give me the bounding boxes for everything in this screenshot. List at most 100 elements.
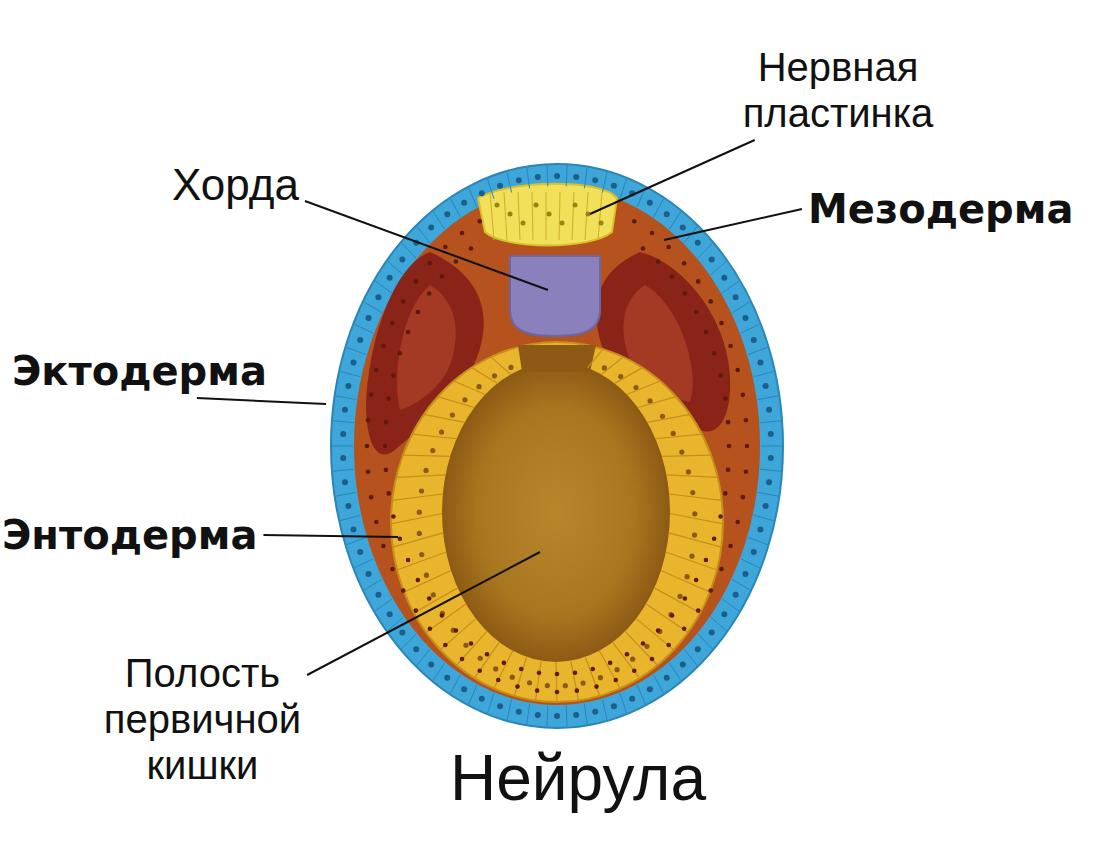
- cell-nucleus: [431, 592, 436, 597]
- cell-wall: [732, 579, 750, 590]
- cell-nucleus: [592, 177, 598, 183]
- cell-nucleus: [357, 337, 363, 343]
- cell-nucleus: [384, 420, 389, 425]
- cell-wall: [340, 515, 360, 521]
- cell-nucleus: [708, 588, 713, 593]
- cell-nucleus: [644, 644, 649, 649]
- cell-wall: [584, 704, 587, 725]
- cell-nucleus: [401, 588, 406, 593]
- cell-wall: [654, 588, 700, 613]
- cell-nucleus: [632, 219, 637, 224]
- cell-wall: [474, 642, 499, 678]
- cell-nucleus: [611, 703, 617, 709]
- cell-nucleus: [650, 657, 655, 662]
- cell-nucleus: [647, 200, 653, 206]
- cell-wall: [758, 492, 779, 496]
- cell-wall: [333, 469, 354, 471]
- part-label: Эктодерма: [12, 348, 267, 394]
- cell-nucleus: [689, 554, 694, 559]
- cell-wall: [403, 455, 450, 456]
- cell-nucleus: [656, 628, 661, 633]
- cell-wall: [450, 199, 460, 217]
- cell-wall: [546, 192, 547, 240]
- cell-wall: [487, 179, 493, 199]
- cell-wall: [472, 368, 498, 384]
- cell-wall: [684, 649, 697, 665]
- cell-nucleus: [462, 397, 467, 402]
- cell-wall: [333, 421, 354, 423]
- cell-nucleus: [728, 344, 733, 349]
- cell-nucleus: [386, 396, 391, 401]
- cell-nucleus: [630, 657, 635, 662]
- cell-nucleus: [454, 628, 459, 633]
- cell-nucleus: [345, 503, 351, 509]
- cell-wall: [602, 172, 607, 192]
- cell-nucleus: [527, 680, 532, 685]
- cell-wall: [711, 261, 727, 275]
- cell-nucleus: [342, 407, 348, 413]
- cell-nucleus: [680, 661, 686, 667]
- cell-nucleus: [712, 351, 717, 356]
- cell-nucleus: [502, 661, 507, 666]
- cell-wall: [491, 357, 511, 375]
- cell-wall: [487, 693, 493, 713]
- cell-nucleus: [535, 174, 541, 180]
- cell-nucleus: [694, 578, 699, 583]
- cell-wall: [397, 552, 446, 570]
- cell-wall: [354, 324, 373, 333]
- cell-nucleus: [386, 491, 391, 496]
- cell-nucleus: [726, 468, 731, 473]
- cell-nucleus: [340, 455, 346, 461]
- cell-wall: [760, 469, 781, 471]
- cell-nucleus: [417, 510, 422, 515]
- cell-nucleus: [766, 479, 772, 485]
- cell-wall: [336, 492, 357, 496]
- cell-nucleus: [443, 643, 448, 648]
- cell-nucleus: [416, 310, 421, 315]
- cell-nucleus: [690, 490, 695, 495]
- cell-nucleus: [741, 495, 746, 500]
- cell-nucleus: [428, 261, 433, 266]
- cell-nucleus: [695, 240, 701, 246]
- cell-nucleus: [516, 709, 522, 715]
- cell-nucleus: [387, 611, 393, 617]
- cell-nucleus: [599, 221, 604, 226]
- cell-nucleus: [463, 643, 468, 648]
- cell-nucleus: [592, 709, 598, 715]
- cell-nucleus: [664, 211, 670, 217]
- cell-wall: [571, 661, 579, 701]
- cell-wall: [454, 381, 485, 395]
- cell-wall: [438, 397, 474, 408]
- cell-nucleus: [590, 667, 595, 672]
- cell-nucleus: [537, 670, 542, 675]
- cell-nucleus: [342, 479, 348, 485]
- cell-nucleus: [406, 558, 411, 563]
- cell-nucleus: [733, 294, 739, 300]
- cell-nucleus: [575, 688, 580, 693]
- cell-wall: [722, 281, 739, 293]
- cell-wall: [758, 396, 779, 400]
- cell-nucleus: [496, 678, 501, 683]
- cell-wall: [507, 172, 512, 192]
- cell-wall: [620, 179, 626, 199]
- cell-nucleus: [614, 667, 619, 672]
- cell-wall: [599, 651, 620, 689]
- cell-wall: [669, 494, 722, 500]
- cell-nucleus: [718, 514, 723, 519]
- cell-nucleus: [454, 259, 459, 264]
- cell-nucleus: [398, 351, 403, 356]
- cell-wall: [433, 663, 445, 681]
- cell-nucleus: [666, 643, 671, 648]
- endoderm: [391, 342, 723, 702]
- cell-nucleus: [444, 675, 450, 681]
- cell-wall: [662, 455, 711, 456]
- cell-nucleus: [369, 393, 374, 398]
- cell-nucleus: [695, 646, 701, 652]
- cell-nucleus: [573, 712, 579, 718]
- cell-nucleus: [598, 675, 603, 680]
- label-text: Хорда: [172, 160, 299, 209]
- cell-nucleus: [387, 275, 393, 281]
- cell-nucleus: [758, 526, 764, 532]
- cell-nucleus: [608, 661, 613, 666]
